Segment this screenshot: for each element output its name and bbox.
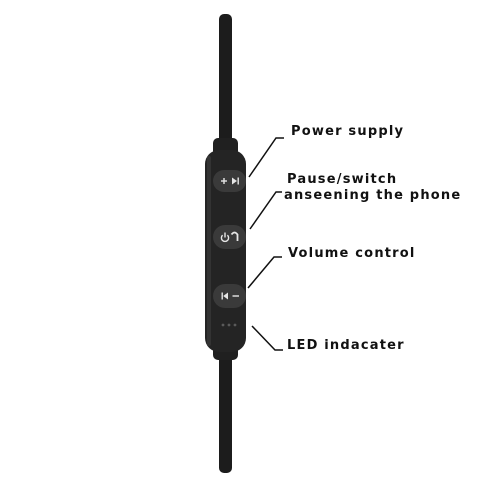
previous-track-icon bbox=[221, 292, 228, 300]
label-pause-switch-line1: Pause/switch bbox=[287, 172, 398, 187]
button-pause-switch[interactable] bbox=[213, 225, 246, 249]
leader-line-power bbox=[248, 137, 284, 178]
cable-top bbox=[219, 14, 232, 154]
led-indicator bbox=[221, 323, 237, 327]
label-volume-control: Volume control bbox=[288, 246, 416, 261]
leader-line-led bbox=[251, 325, 283, 351]
next-track-icon bbox=[232, 177, 239, 185]
button-volume-control[interactable] bbox=[213, 284, 246, 308]
label-power-supply: Power supply bbox=[291, 124, 405, 139]
leader-lines bbox=[247, 137, 284, 351]
label-led-indicator: LED indacater bbox=[287, 338, 405, 353]
cable-bottom bbox=[219, 345, 232, 473]
remote-body-highlight bbox=[207, 156, 211, 346]
leader-line-pause bbox=[249, 191, 282, 230]
label-pause-switch-line2: anseening the phone bbox=[284, 188, 462, 203]
plus-icon bbox=[221, 178, 227, 184]
button-power-supply[interactable] bbox=[213, 170, 246, 192]
phone-icon bbox=[230, 231, 239, 241]
power-icon bbox=[220, 232, 230, 243]
leader-line-volume bbox=[247, 256, 282, 289]
